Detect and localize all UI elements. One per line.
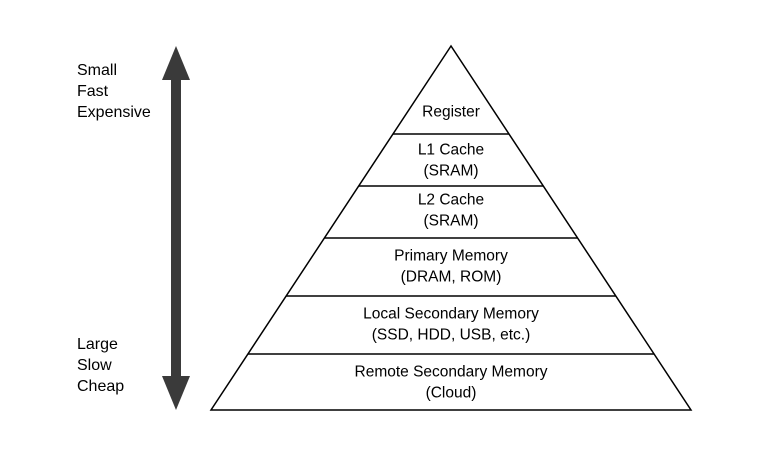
tier-2-line-1: L1 Cache [418,142,484,159]
pyramid: Register L1 Cache (SRAM) L2 Cache (SRAM) Prim… [209,44,693,411]
tier-1-line-1: Register [422,104,480,121]
tier-4-line-1: Primary Memory [394,248,508,265]
bottom-label-line-3: Cheap [77,378,125,395]
bottom-axis-label: Large Slow Cheap [77,334,124,397]
arrow-head-up [162,46,190,80]
tier-4-line-2: (DRAM, ROM) [401,269,502,286]
tier-dividers [247,133,655,355]
pyramid-outline [209,44,693,411]
arrow-head-down [162,376,190,410]
tier-5-line-2: (SSD, HDD, USB, etc.) [372,327,530,344]
tier-3-line-1: L2 Cache [418,192,484,209]
tier-3-line-2: (SRAM) [423,213,478,230]
tier-2-line-2: (SRAM) [423,163,478,180]
tier-6-line-2: (Cloud) [426,385,477,402]
top-label-line-2: Fast [77,83,109,100]
top-axis-label: Small Fast Expensive [77,60,151,123]
bottom-label-line-1: Large [77,336,118,353]
bottom-label-line-2: Slow [77,357,112,374]
tier-5-line-1: Local Secondary Memory [363,306,539,323]
tier-labels: Register L1 Cache (SRAM) L2 Cache (SRAM) Prim… [355,104,548,402]
top-label-line-1: Small [77,62,118,79]
top-label-line-3: Expensive [77,104,151,121]
tier-6-line-1: Remote Secondary Memory [355,364,548,381]
double-arrow-icon [162,46,190,410]
arrow-shaft [171,74,181,384]
